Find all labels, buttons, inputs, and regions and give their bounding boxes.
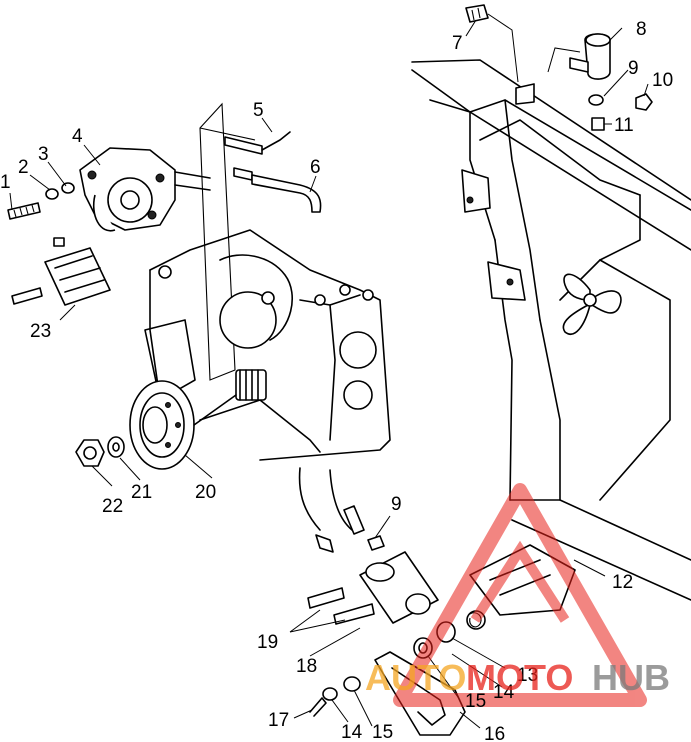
- brake-line: [199, 127, 322, 213]
- callout-14-left: 14: [341, 722, 363, 742]
- brake-pad: [11, 237, 111, 306]
- callout-14-right: 14: [493, 682, 515, 703]
- callout-19: 19: [257, 632, 278, 653]
- watermark-hub: HUB: [592, 657, 670, 698]
- callout-20: 20: [195, 482, 216, 503]
- callout-11: 11: [614, 115, 634, 136]
- callout-7: 7: [452, 33, 463, 54]
- callout-4: 4: [72, 126, 83, 147]
- callout-12: 12: [612, 572, 633, 593]
- brake-disc: [75, 380, 237, 470]
- callout-22: 22: [102, 496, 123, 517]
- watermark-auto: AUTO: [365, 657, 466, 698]
- watermark-moto: MOTO: [466, 657, 573, 698]
- callout-2: 2: [18, 157, 29, 178]
- callout-21: 21: [131, 482, 152, 503]
- callout-1: 1: [0, 172, 11, 193]
- callout-8: 8: [636, 19, 647, 40]
- brake-caliper: [7, 147, 211, 232]
- callout-6: 6: [310, 157, 321, 178]
- callout-9-bottom: 9: [391, 494, 402, 515]
- callout-23: 23: [30, 321, 51, 342]
- vehicle-frame: [411, 59, 691, 601]
- callout-3: 3: [38, 144, 49, 165]
- leader-lines: [9, 19, 649, 729]
- engine-gearcase: [144, 102, 391, 461]
- callout-18: 18: [296, 656, 317, 677]
- watermark-logo: [393, 483, 647, 707]
- reservoir-parts: [465, 4, 653, 131]
- watermark-text: AUTO MOTO HUB: [365, 657, 670, 698]
- callout-16: 16: [484, 724, 505, 742]
- callout-13: 13: [517, 665, 538, 686]
- callout-17: 17: [268, 710, 289, 731]
- callout-15-left: 15: [372, 722, 393, 742]
- callout-10: 10: [652, 70, 673, 91]
- callout-15-right: 15: [465, 691, 486, 712]
- callout-5: 5: [253, 100, 264, 121]
- callout-9-top: 9: [628, 58, 639, 79]
- callout-labels: 1 2 3 4 5 6 7 8 9 10 11 12 13 14 14 15 1…: [0, 19, 673, 742]
